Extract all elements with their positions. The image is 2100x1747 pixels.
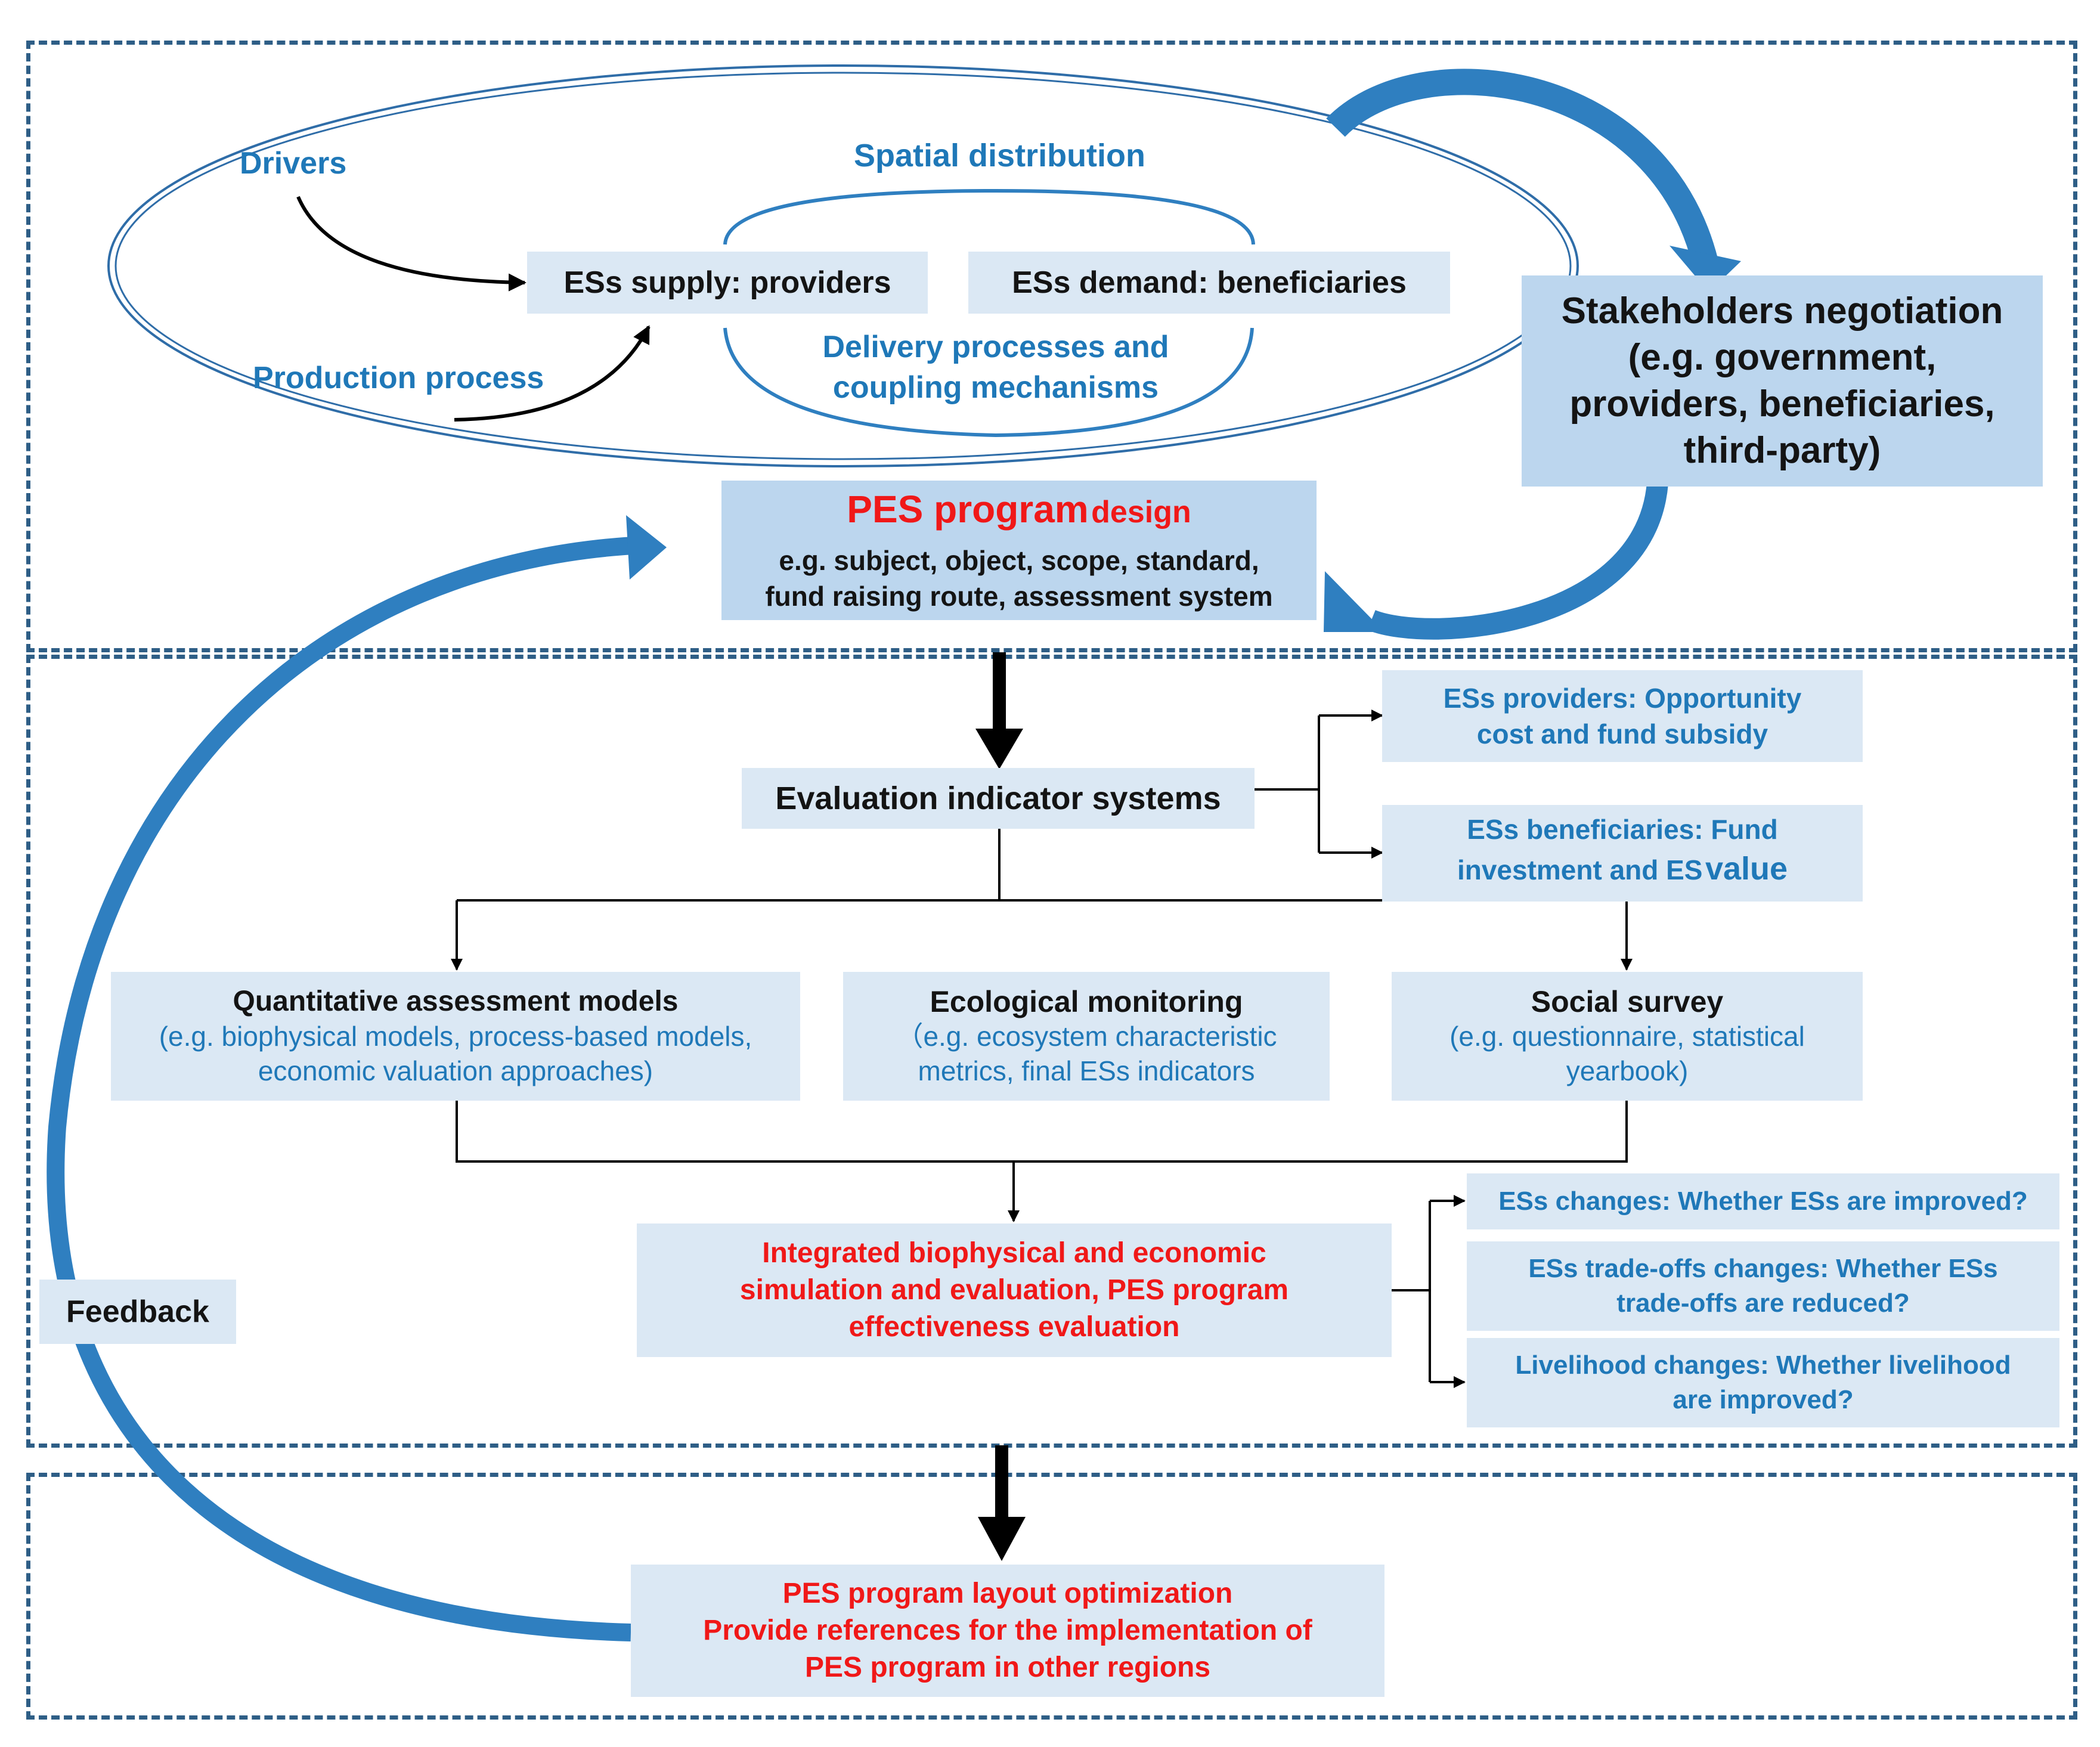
- outer-ellipse-inner: [114, 72, 1572, 460]
- spatial-distribution-label: Spatial distribution: [854, 138, 1146, 174]
- stakeholders-to-design-arrow: [1367, 482, 1668, 640]
- supply-label: ESs supply: providers: [563, 265, 891, 300]
- delivery-arc: [723, 327, 1254, 438]
- es-tradeoffs-box: ESs trade-offs changes: Whether ESs trad…: [1467, 1241, 2059, 1331]
- pes-design-title-suffix: design: [1091, 495, 1191, 529]
- stakeholders-negotiation-box: Stakeholders negotiation (e.g. governmen…: [1522, 275, 2043, 487]
- pes-program-design-box: PES program design e.g. subject, object,…: [721, 481, 1317, 620]
- es-changes-box: ESs changes: Whether ESs are improved?: [1467, 1173, 2059, 1229]
- region-design: [26, 41, 2077, 652]
- demand-label: ESs demand: beneficiaries: [1012, 265, 1407, 300]
- pes-design-title: PES program: [847, 488, 1089, 531]
- feedback-arc: [47, 536, 645, 1641]
- es-beneficiaries-box: ESs beneficiaries: Fund investment and E…: [1382, 805, 1863, 902]
- ellipse-to-stakeholders-arrow: [1326, 69, 1718, 266]
- livelihood-changes-box: Livelihood changes: Whether livelihood a…: [1467, 1338, 2059, 1427]
- es-providers-box: ESs providers: Opportunity cost and fund…: [1382, 670, 1863, 762]
- integrated-evaluation-box: Integrated biophysical and economic simu…: [637, 1223, 1392, 1357]
- quantitative-models-box: Quantitative assessment models (e.g. bio…: [111, 972, 800, 1101]
- outer-ellipse: [107, 64, 1579, 467]
- social-survey-box: Social survey (e.g. questionnaire, stati…: [1392, 972, 1863, 1101]
- production-arrow: [454, 325, 651, 422]
- drivers-label: Drivers: [240, 146, 347, 181]
- drivers-arrow: [296, 196, 526, 292]
- feedback-box: Feedback: [39, 1280, 236, 1344]
- region-optimization: [26, 1473, 2077, 1720]
- layout-optimization-box: PES program layout optimization Provide …: [631, 1565, 1384, 1697]
- production-process-label: Production process: [253, 361, 544, 395]
- demand-box: ESs demand: beneficiaries: [968, 252, 1450, 314]
- supply-box: ESs supply: providers: [527, 252, 928, 314]
- ecological-monitoring-box: Ecological monitoring （e.g. ecosystem ch…: [843, 972, 1330, 1101]
- delivery-processes-label: Delivery processes and coupling mechanis…: [822, 330, 1169, 405]
- evaluation-indicator-box: Evaluation indicator systems: [742, 768, 1255, 829]
- spatial-arc: [723, 188, 1255, 245]
- region-evaluation: [26, 655, 2077, 1448]
